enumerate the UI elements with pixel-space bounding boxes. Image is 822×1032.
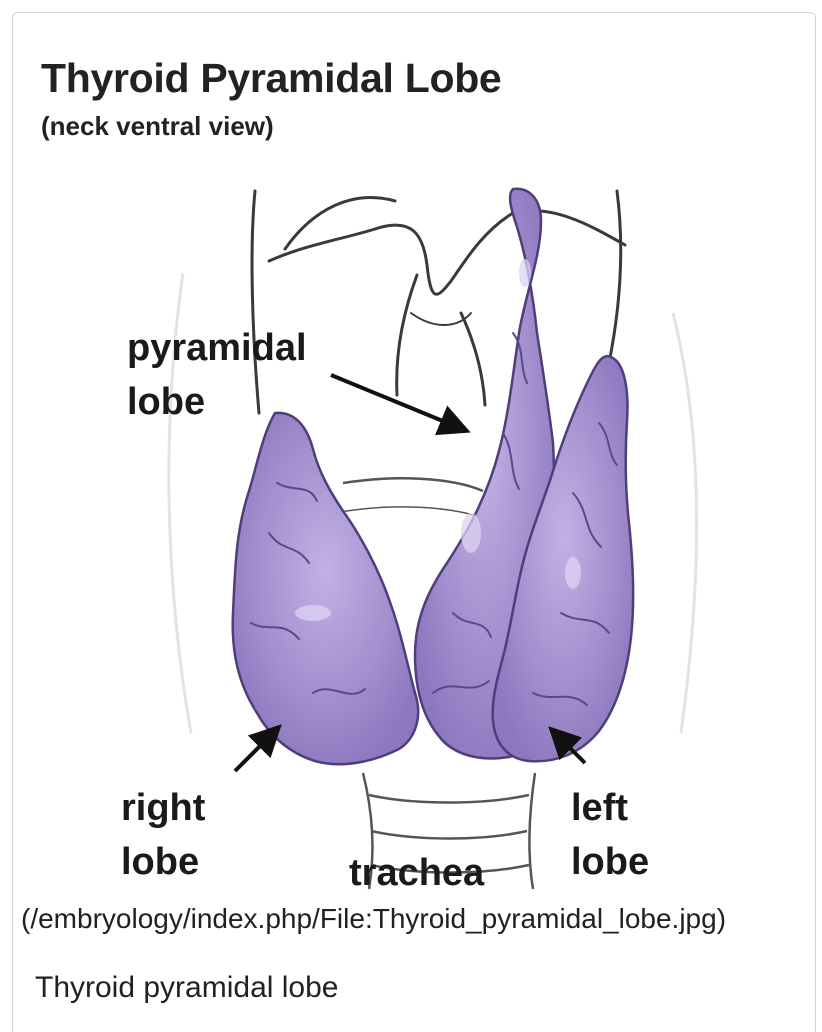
larynx-sketch (252, 191, 625, 413)
file-page-link[interactable]: (/embryology/index.php/File:Thyroid_pyra… (21, 903, 816, 935)
image-thumbnail-frame: Thyroid Pyramidal Lobe (neck ventral vie… (12, 12, 816, 1032)
label-left-lobe: left lobe (571, 781, 649, 889)
right-lobe-arrow (235, 727, 279, 771)
label-trachea: trachea (349, 846, 484, 900)
label-pyramidal-line2: lobe (127, 375, 307, 429)
label-right-lobe: right lobe (121, 781, 205, 889)
pyramidal-arrow (331, 375, 467, 431)
label-pyramidal-line1: pyramidal (127, 321, 307, 375)
image-caption: Thyroid pyramidal lobe (35, 971, 338, 1005)
label-right-line1: right (121, 781, 205, 835)
thyroid-illustration[interactable] (13, 13, 816, 893)
label-right-line2: lobe (121, 835, 205, 889)
figure-subtitle: (neck ventral view) (41, 111, 274, 142)
label-pyramidal-lobe: pyramidal lobe (127, 321, 307, 429)
label-left-line1: left (571, 781, 649, 835)
thyroid-gland (233, 189, 633, 764)
figure-title: Thyroid Pyramidal Lobe (41, 55, 501, 102)
label-left-line2: lobe (571, 835, 649, 889)
